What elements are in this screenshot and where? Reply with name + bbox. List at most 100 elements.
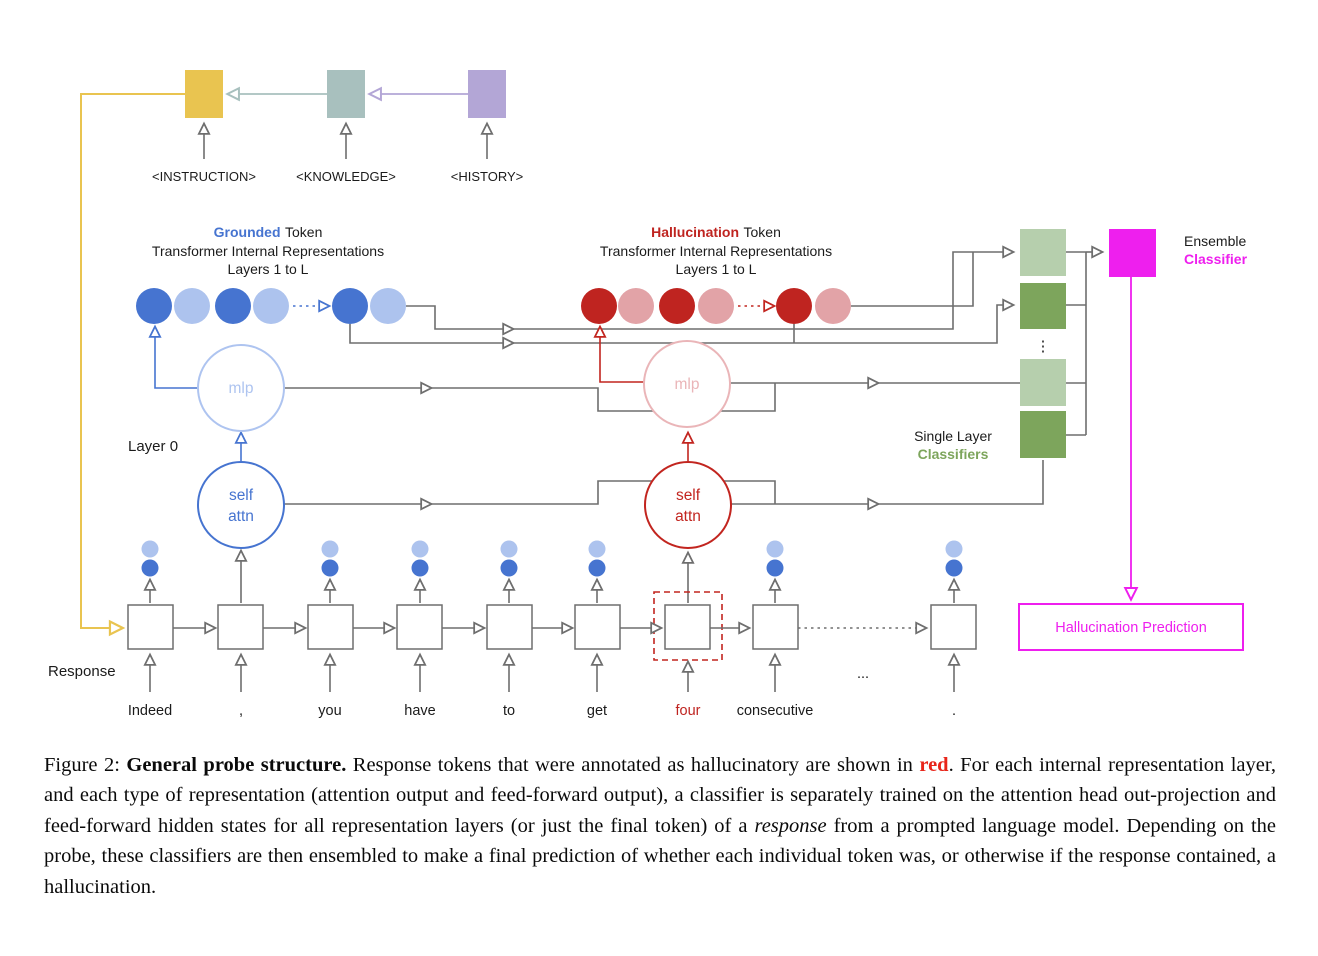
- grounded-rep-circle-light: [174, 288, 210, 324]
- token-word-2: you: [318, 703, 341, 719]
- connector-network: [204, 125, 1101, 603]
- history-label: <HISTORY>: [451, 169, 524, 184]
- word-input-arrows: [150, 656, 954, 692]
- ensemble-label-line2: Classifier: [1184, 251, 1248, 267]
- token-word-6-hallucinated: four: [676, 703, 701, 719]
- hallucination-rep-circle-dark: [776, 288, 812, 324]
- caption-body-3: from a prompted language model. Dependin…: [44, 814, 1276, 898]
- single-layer-classifier-4: [1020, 411, 1066, 458]
- mlp-output-dot: [411, 540, 429, 558]
- attn-output-dot: [141, 559, 159, 577]
- grounded-rep-circle-light: [253, 288, 289, 324]
- mlp-output-dot: [321, 540, 339, 558]
- token-square-1: [217, 604, 264, 650]
- attn-output-dot: [945, 559, 963, 577]
- response-label: Response: [48, 663, 116, 680]
- ensemble-classifier-block: [1109, 229, 1156, 277]
- token-word-0: Indeed: [128, 703, 172, 719]
- single-layer-label-line2: Classifiers: [918, 446, 989, 462]
- single-layer-label-line1: Single Layer: [914, 428, 992, 444]
- instruction-block: [185, 70, 223, 118]
- probe-structure-diagram: <INSTRUCTION> <KNOWLEDGE> <HISTORY> Grou…: [48, 70, 1248, 719]
- single-layer-classifiers: ⋮ Single Layer Classifiers: [914, 229, 1066, 462]
- attn-output-dot: [411, 559, 429, 577]
- connector-dark-to-classifier2: [512, 305, 1012, 344]
- token-word-3: have: [404, 703, 435, 719]
- caption-figure-number: Figure 2:: [44, 754, 127, 776]
- hallucination-rep-circle-dark: [659, 288, 695, 324]
- grounded-rep-circle-dark: [136, 288, 172, 324]
- token-word-5: get: [587, 703, 607, 719]
- hallucination-rep-circle-dark: [581, 288, 617, 324]
- attn-output-dot: [500, 559, 518, 577]
- self-attn-circle-grounded: [197, 461, 285, 549]
- token-square-7: [752, 604, 799, 650]
- classifier-vdots: ⋮: [1036, 338, 1051, 355]
- grounded-title-line2: Transformer Internal Representations: [152, 243, 384, 259]
- mlp-circle-grounded: [197, 344, 285, 432]
- mlp-label-hallucination: mlp: [675, 376, 700, 393]
- hallucination-rep-circle-light: [815, 288, 851, 324]
- connector-mlp-bridge: [430, 383, 776, 412]
- grounded-rep-circle-dark: [215, 288, 251, 324]
- token-word-8: .: [952, 703, 956, 719]
- mlp-output-dot: [766, 540, 784, 558]
- hallucination-rep-circle-light: [618, 288, 654, 324]
- token-word-7: consecutive: [737, 703, 814, 719]
- token-square-6: [664, 604, 711, 650]
- ensemble-classifier: Ensemble Classifier Hallucination Predic…: [1018, 229, 1248, 651]
- connector-attn-bridge: [430, 480, 776, 505]
- hallucination-rep-circle-light: [698, 288, 734, 324]
- single-layer-classifier-1: [1020, 229, 1066, 276]
- token-square-2: [307, 604, 354, 650]
- ensemble-label-line1: Ensemble: [1184, 233, 1246, 249]
- colored-connectors: [80, 93, 1131, 628]
- connector-light-hallucination-join: [851, 252, 974, 307]
- connector-attn-to-classifier4: [877, 460, 1044, 505]
- caption-italic-word: response: [754, 814, 827, 837]
- token-square-5: [574, 604, 621, 650]
- mlp-output-dot: [500, 540, 518, 558]
- internal-arrows: [155, 306, 773, 461]
- history-block: [468, 70, 506, 118]
- grounded-title-line3: Layers 1 to L: [228, 261, 309, 277]
- caption-body-2: . For each internal representation layer…: [44, 754, 1276, 837]
- mlp-to-rep-hallucination-arrow: [600, 328, 644, 383]
- token-output-dots: [141, 540, 963, 603]
- attn-output-dot: [321, 559, 339, 577]
- layer0-label: Layer 0: [128, 438, 178, 455]
- self-attn-circle-hallucination: [644, 461, 732, 549]
- caption-red-word: red: [919, 754, 949, 776]
- mlp-output-dot: [945, 540, 963, 558]
- hallucination-prediction-label: Hallucination Prediction: [1055, 620, 1207, 636]
- mlp-label-grounded: mlp: [229, 380, 254, 397]
- token-word-1: ,: [239, 703, 243, 719]
- hallucination-title-line2: Transformer Internal Representations: [600, 243, 832, 259]
- grounded-rep-circle-light: [370, 288, 406, 324]
- grounded-rep-circle-dark: [332, 288, 368, 324]
- knowledge-label: <KNOWLEDGE>: [296, 169, 396, 184]
- self-attn-label2-grounded: attn: [228, 508, 254, 525]
- instruction-label: <INSTRUCTION>: [152, 169, 256, 184]
- token-square-8: [930, 604, 977, 650]
- token-word-4: to: [503, 703, 515, 719]
- token-square-0: [127, 604, 174, 650]
- connector-dark-grounded-out: [349, 324, 512, 343]
- figure-caption: Figure 2: General probe structure. Respo…: [44, 750, 1276, 902]
- hallucination-prediction-box: [1018, 603, 1244, 651]
- attn-output-dot: [588, 559, 606, 577]
- single-layer-classifier-3: [1020, 359, 1066, 406]
- knowledge-block: [327, 70, 365, 118]
- mlp-output-dot: [141, 540, 159, 558]
- token-square-3: [396, 604, 443, 650]
- mlp-circle-hallucination: [643, 340, 731, 428]
- connector-light-to-classifier1: [512, 252, 1012, 330]
- caption-body-1: Response tokens that were annotated as h…: [346, 754, 920, 776]
- instruction-to-response-path: [80, 93, 185, 628]
- response-token-row: Indeed , you have to get four consecutiv…: [48, 540, 977, 719]
